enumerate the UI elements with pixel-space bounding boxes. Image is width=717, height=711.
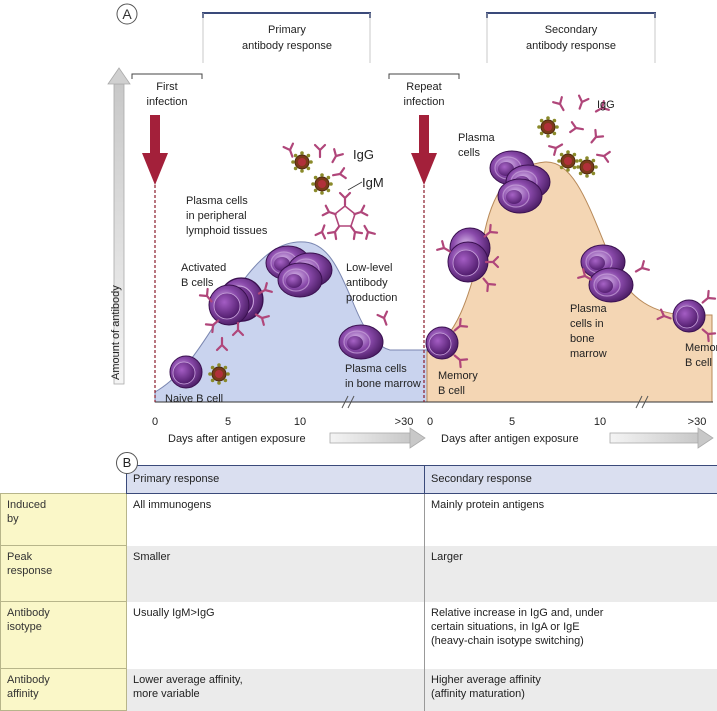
row-header: Induced by <box>0 493 127 546</box>
first-infection-line2: infection <box>147 96 188 108</box>
secondary-tick-5: 5 <box>509 416 515 428</box>
plasma-peripheral-line3: lymphoid tissues <box>186 225 268 237</box>
column-header-secondary: Secondary response <box>424 465 717 494</box>
memory-right-line2: B cell <box>685 357 712 369</box>
cell-secondary: Higher average affinity (affinity matura… <box>424 668 717 711</box>
plasma-cells-label-line1: Plasma <box>458 132 496 144</box>
cell-secondary: Larger <box>424 545 717 602</box>
secondary-x-axis-arrow <box>609 427 714 449</box>
primary-x-axis-label: Days after antigen exposure <box>168 433 306 445</box>
axis-break-primary <box>341 395 355 409</box>
first-infection-box: First infection <box>131 73 203 108</box>
primary-header-line1: Primary <box>268 24 306 36</box>
panel-a-label: A <box>122 6 132 22</box>
activated-b-cells-secondary <box>436 223 500 293</box>
table-corner <box>0 465 127 494</box>
igg-label-primary: IgG <box>353 147 374 162</box>
plasma-marrow-line2: in bone marrow <box>345 378 421 390</box>
primary-tick-5: 5 <box>225 416 231 428</box>
activated-b-cells <box>198 277 273 352</box>
primary-header: Primary antibody response <box>202 12 371 63</box>
cell-primary: Lower average affinity, more variable <box>126 668 425 711</box>
secondary-tick-0: 0 <box>427 416 433 428</box>
column-header-primary: Primary response <box>126 465 425 494</box>
secondary-header: Secondary antibody response <box>486 12 656 63</box>
primary-tick-10: 10 <box>294 416 306 428</box>
igg-label-secondary: IgG <box>597 99 615 111</box>
repeat-infection-arrow <box>411 115 437 185</box>
plasma-peripheral-line2: in peripheral <box>186 210 247 222</box>
secondary-header-line2: antibody response <box>526 40 616 52</box>
secondary-response-area <box>426 161 713 403</box>
cell-secondary: Relative increase in IgG and, under cert… <box>424 601 717 669</box>
y-axis-label: Amount of antibody <box>110 285 122 380</box>
panel-a-badge: A <box>116 3 138 25</box>
repeat-infection-line2: infection <box>404 96 445 108</box>
low-level-line2: antibody <box>346 277 388 289</box>
primary-x-axis-arrow <box>329 427 426 449</box>
panel-b-label: B <box>116 452 138 474</box>
activated-label-line2: B cells <box>181 277 214 289</box>
memory-left-line2: B cell <box>438 385 465 397</box>
axis-break-secondary <box>635 395 649 409</box>
secondary-header-line1: Secondary <box>545 24 598 36</box>
low-level-line1: Low-level <box>346 262 392 274</box>
cell-primary: Smaller <box>126 545 425 602</box>
igm-label: IgM <box>362 175 384 190</box>
row-header: Antibody affinity <box>0 668 127 711</box>
plasma-marrow-sec-line3: bone <box>570 333 594 345</box>
secondary-tick-30: >30 <box>688 416 707 428</box>
first-infection-line1: First <box>156 81 177 93</box>
y-axis-arrow <box>107 67 131 385</box>
plasma-cell-bone-marrow-primary <box>338 324 384 360</box>
plasma-marrow-sec-line1: Plasma <box>570 303 608 315</box>
row-header: Peak response <box>0 545 127 602</box>
plasma-marrow-sec-line4: marrow <box>570 348 607 360</box>
activated-label-line1: Activated <box>181 262 226 274</box>
primary-tick-30: >30 <box>395 416 414 428</box>
memory-right-line1: Memory <box>685 342 717 354</box>
plasma-peripheral-line1: Plasma cells <box>186 195 248 207</box>
repeat-infection-box: Repeat infection <box>388 73 460 108</box>
cell-secondary: Mainly protein antigens <box>424 493 717 546</box>
comparison-table: Primary response Secondary response Indu… <box>0 465 717 711</box>
secondary-tick-10: 10 <box>594 416 606 428</box>
low-level-line3: production <box>346 292 397 304</box>
panel-a-diagram: A Amount of antibody Primary antibody re… <box>107 3 717 449</box>
igg-igm-cluster-primary <box>282 142 376 241</box>
table-header-row: Primary response Secondary response <box>0 465 717 494</box>
plasma-cells-label-line2: cells <box>458 147 481 159</box>
secondary-x-axis-label: Days after antigen exposure <box>441 433 579 445</box>
first-infection-arrow <box>142 115 168 185</box>
primary-header-line2: antibody response <box>242 40 332 52</box>
plasma-marrow-line1: Plasma cells <box>345 363 407 375</box>
naive-b-cell-label: Naive B cell <box>165 393 223 405</box>
plasma-marrow-sec-line2: cells in <box>570 318 604 330</box>
primary-tick-0: 0 <box>152 416 158 428</box>
cell-primary: Usually IgM>IgG <box>126 601 425 669</box>
cell-primary: All immunogens <box>126 493 425 546</box>
row-header: Antibody isotype <box>0 601 127 669</box>
memory-left-line1: Memory <box>438 370 478 382</box>
repeat-infection-line1: Repeat <box>406 81 441 93</box>
